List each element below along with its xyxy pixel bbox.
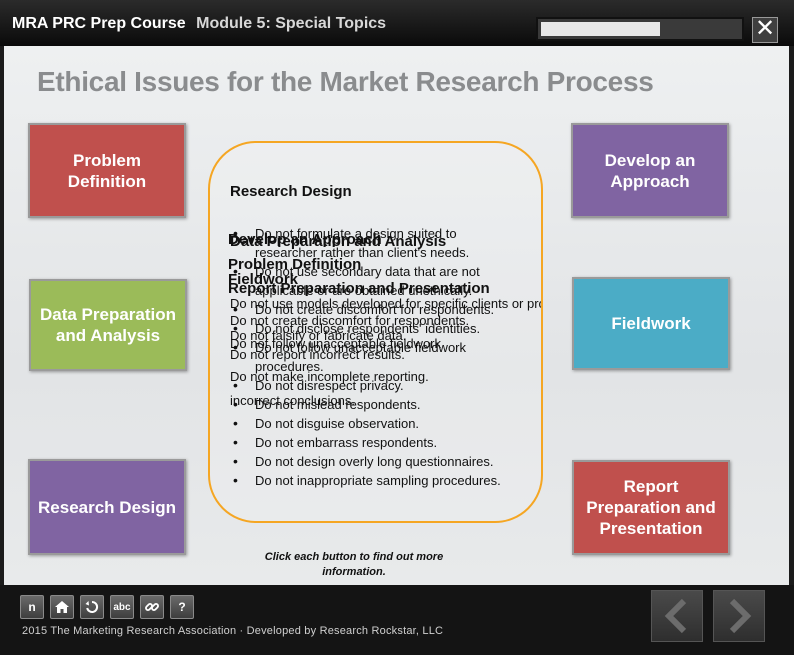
research-design-content: Research Design Do not formulate a desig… [210,143,541,521]
data-preparation-label: Data Preparation and Analysis [39,305,177,345]
fieldwork-label: Fieldwork [611,314,691,333]
list-item: Do not disclose respondents' identities. [230,319,520,338]
next-button[interactable] [713,590,765,642]
list-item: Do not use secondary data that are not a… [230,262,520,300]
panel-heading: Research Design [230,183,352,200]
resources-link-button[interactable] [140,595,164,619]
slide-title: Ethical Issues for the Market Research P… [37,66,654,97]
close-button[interactable]: ✕ [752,17,778,43]
research-design-label: Research Design [38,497,176,517]
close-icon: ✕ [754,15,776,42]
help-label: ? [178,600,186,614]
toolbar: n abc ? [20,595,194,619]
list-item: Do not design overly long questionnaires… [230,452,520,471]
problem-definition-label: Problem Definition [67,150,147,191]
list-item: Do not disrespect privacy. [230,376,520,395]
help-button[interactable]: ? [170,595,194,619]
instruction-hint: Click each button to find out more infor… [264,551,444,578]
list-item: Do not create discomfort for respondents… [230,300,520,319]
list-item: Do not formulate a design suited to rese… [230,224,520,262]
data-preparation-button[interactable]: Data Preparation and Analysis [29,279,187,371]
previous-button[interactable] [651,590,703,642]
develop-approach-button[interactable]: Develop an Approach [571,123,729,218]
course-name: MRA PRC Prep Course [12,15,186,32]
replay-icon [85,600,99,613]
course-title: MRA PRC Prep Course Module 5: Special To… [12,15,386,33]
bottom-bar: n abc ? 2015 The Marketing Research Asso… [0,585,794,655]
chevron-right-icon [729,598,752,634]
info-panel: Develop an Approach Data Preparation and… [208,141,543,523]
problem-definition-button[interactable]: Problem Definition [28,123,186,218]
progress-fill [541,22,660,36]
ethics-bullet-list: Do not formulate a design suited to rese… [230,224,520,490]
footer-credits: 2015 The Marketing Research Association … [22,625,444,637]
report-preparation-button[interactable]: Report Preparation and Presentation [572,460,730,555]
develop-approach-label: Develop an Approach [604,150,696,191]
glossary-button[interactable]: abc [110,595,134,619]
chevron-left-icon [664,598,687,634]
list-item: Do not disguise observation. [230,414,520,433]
fieldwork-button[interactable]: Fieldwork [572,277,730,370]
home-button[interactable] [50,595,74,619]
notes-button[interactable]: n [20,595,44,619]
list-item: Do not mislead respondents. [230,395,520,414]
home-icon [55,601,69,613]
slide-stage: Ethical Issues for the Market Research P… [4,46,789,585]
link-icon [145,603,159,611]
glossary-label: abc [113,601,131,613]
research-design-button[interactable]: Research Design [28,459,186,555]
notes-label: n [28,600,36,614]
list-item: Do not follow unacceptable fieldwork pro… [230,338,520,376]
replay-button[interactable] [80,595,104,619]
module-name: Module 5: Special Topics [196,15,387,32]
progress-bar [536,17,744,41]
list-item: Do not inappropriate sampling procedures… [230,471,520,490]
top-bar: MRA PRC Prep Course Module 5: Special To… [0,0,794,46]
list-item: Do not embarrass respondents. [230,433,520,452]
report-preparation-label: Report Preparation and Presentation [586,477,716,538]
